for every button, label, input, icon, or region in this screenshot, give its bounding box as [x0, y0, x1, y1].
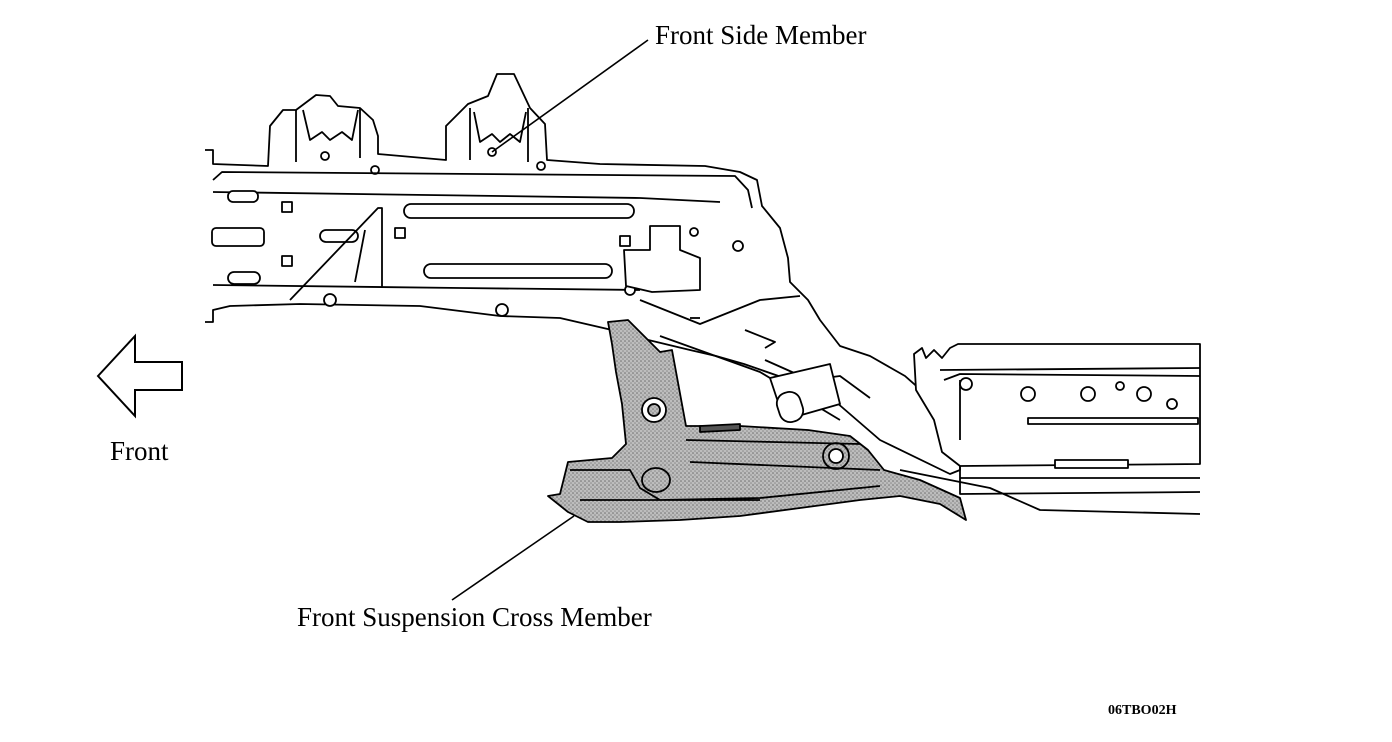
leader-line-front-suspension-cross-member: [451, 515, 575, 601]
rear-frame-section: [899, 343, 1201, 515]
label-front-suspension-cross-member: Front Suspension Cross Member: [297, 602, 652, 632]
front-suspension-cross-member: [547, 319, 967, 523]
label-front-side-member: Front Side Member: [655, 20, 867, 50]
label-front-direction: Front: [110, 436, 169, 466]
arrow-left-icon: [96, 333, 183, 419]
leader-line-front-side-member: [491, 39, 649, 153]
figure-code: 06TBO02H: [1108, 703, 1177, 718]
front-side-member: [205, 73, 961, 475]
